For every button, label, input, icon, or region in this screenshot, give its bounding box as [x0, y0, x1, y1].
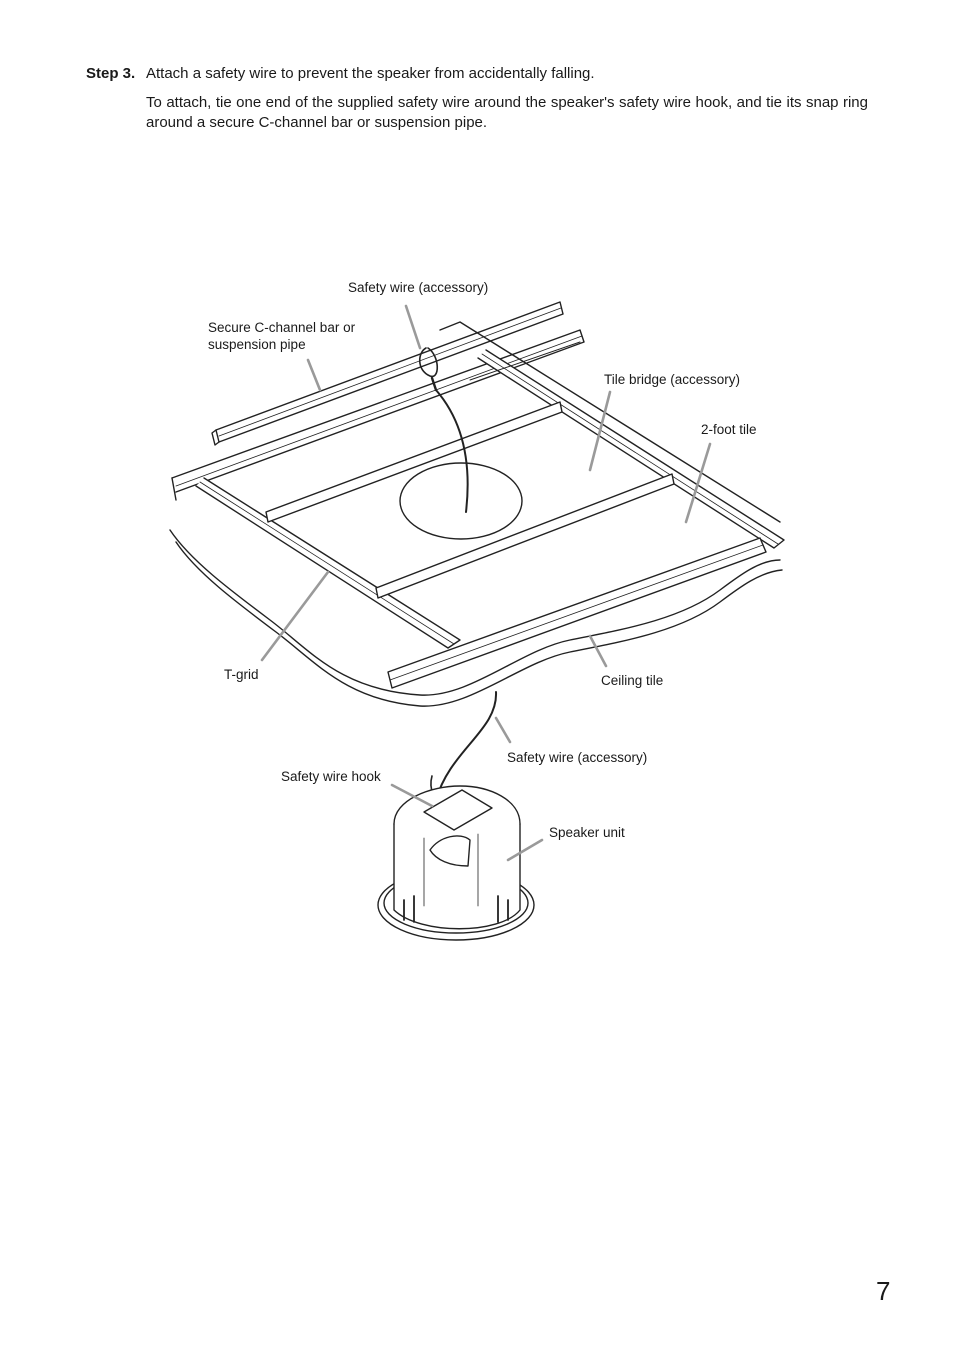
label-t-grid: T-grid [224, 667, 259, 682]
label-tile-bridge: Tile bridge (accessory) [604, 372, 741, 387]
step-number: Step 3. [86, 65, 136, 82]
step-detail: To attach, tie one end of the supplied s… [146, 94, 868, 131]
ceiling-tile [169, 529, 783, 707]
label-speaker-unit: Speaker unit [549, 825, 625, 840]
t-grid-frame [171, 321, 785, 689]
label-safety-wire-bottom: Safety wire (accessory) [507, 750, 648, 765]
page-number: 7 [876, 1276, 891, 1306]
safety-wire-upper [418, 347, 469, 513]
speaker-hole [399, 462, 523, 540]
label-safety-wire-top: Safety wire (accessory) [348, 280, 489, 295]
leader-lines [260, 304, 712, 862]
label-c-channel-line2: suspension pipe [208, 337, 306, 352]
label-c-channel-line1: Secure C-channel bar or [208, 320, 356, 335]
label-ceiling-tile: Ceiling tile [601, 673, 664, 688]
label-two-foot-tile: 2-foot tile [701, 422, 757, 437]
step-instruction: Attach a safety wire to prevent the spea… [146, 65, 595, 82]
c-channel-bar [211, 301, 564, 446]
speaker-unit [377, 785, 535, 941]
label-safety-wire-hook: Safety wire hook [281, 769, 381, 784]
